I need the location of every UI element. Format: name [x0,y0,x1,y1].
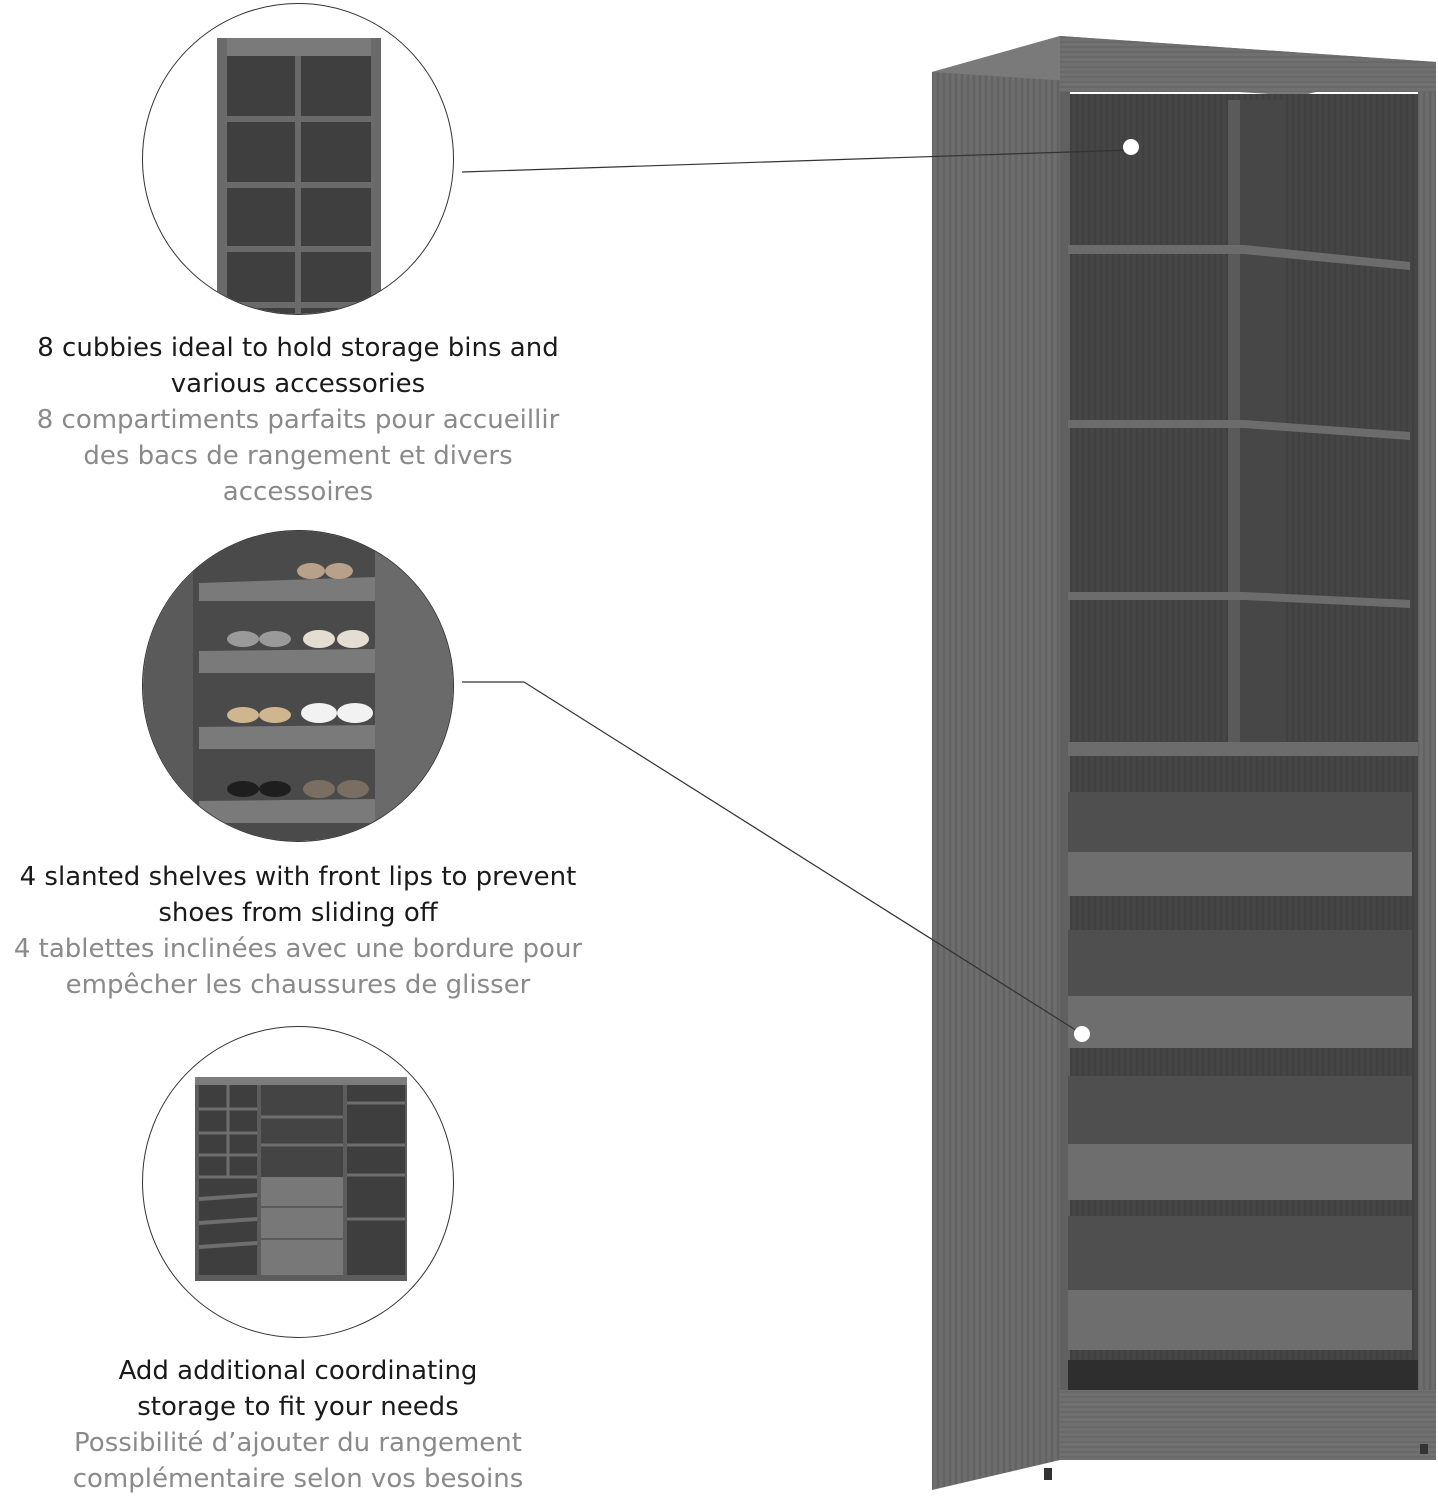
cabinet-side-panel [932,36,1060,1490]
shoe-shelves-closeup-circle [142,530,454,842]
shelves-text-fr-1: 4 tablettes inclinées avec une bordure p… [13,934,583,964]
closet-system-closeup-icon [195,1077,407,1281]
cubbies-text-en-2: various accessories [170,369,426,399]
shelves-text-en-1: 4 slanted shelves with front lips to pre… [19,862,577,892]
cubby-shelves [1068,245,1418,756]
shoe-shelf-closeup-icon [143,531,453,841]
closet-text-fr-1: Possibilité d’ajouter du rangement [74,1428,522,1458]
shoe-shelves-description: 4 slanted shelves with front lips to pre… [0,859,596,1003]
closet-system-closeup-circle [142,1026,454,1338]
cubby-unit-closeup-icon [217,38,381,314]
cubbies-text-fr-1: 8 compartiments parfaits pour accueillir [36,405,560,435]
shelves-text-en-2: shoes from sliding off [158,898,438,928]
closet-text-fr-2: complémentaire selon vos besoins [72,1464,524,1494]
slanted-shoe-shelves [1068,792,1412,1350]
cubbies-description: 8 cubbies ideal to hold storage bins and… [0,330,596,510]
cabinet-top [1060,36,1436,92]
closet-text-en-1: Add additional coordinating [118,1356,478,1386]
cabinet-base [1060,1390,1436,1460]
cubbies-text-fr-2: des bacs de rangement et divers [83,441,513,471]
cubbies-text-en-1: 8 cubbies ideal to hold storage bins and [37,333,559,363]
closet-system-description: Add additional coordinating storage to f… [0,1353,596,1497]
closet-text-en-2: storage to fit your needs [137,1392,459,1422]
cubbies-text-fr-3: accessoires [222,477,374,507]
cabinet-right-edge [1418,92,1436,1460]
shelves-text-fr-2: empêcher les chaussures de glisser [65,970,531,1000]
cubbies-closeup-circle [142,3,454,315]
